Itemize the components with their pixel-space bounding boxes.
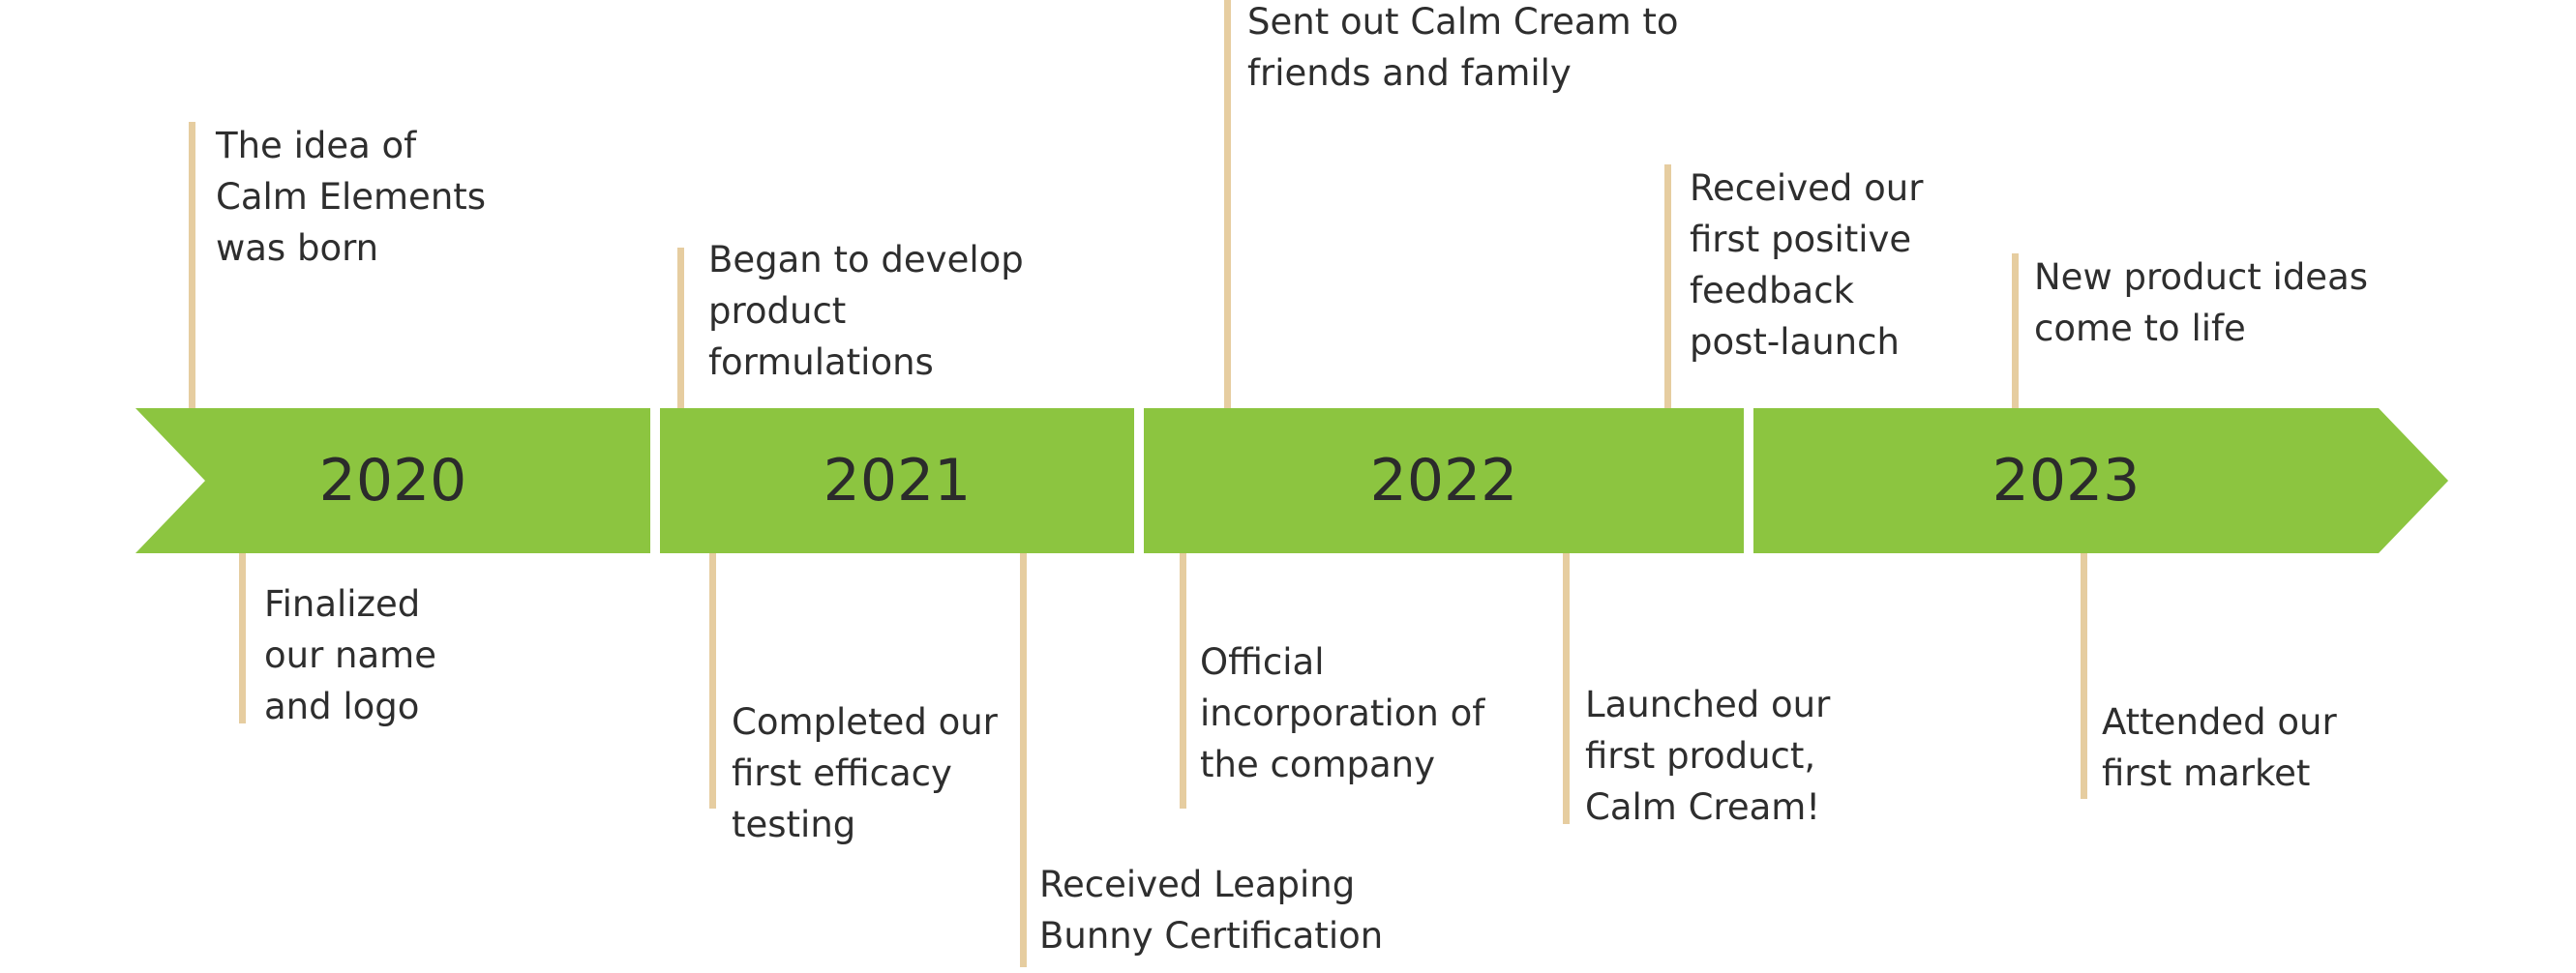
milestone-connector — [1664, 164, 1671, 408]
milestone-text: Attended our first market — [2102, 701, 2337, 794]
milestone-text: Received Leaping Bunny Certification — [1039, 864, 1384, 957]
year-segment-2021: 2021 — [660, 408, 1134, 553]
year-segment-2020: 2020 — [135, 408, 650, 553]
milestone-text: Began to develop product formulations — [708, 239, 1024, 383]
year-label: 2021 — [823, 447, 972, 515]
milestone-text: Launched our first product, Calm Cream! — [1585, 684, 1831, 828]
milestone-text: New product ideas come to life — [2034, 256, 2369, 349]
milestone-connector — [677, 248, 684, 408]
milestone-text: The idea of Calm Elements was born — [216, 125, 487, 269]
milestone-connector — [1224, 0, 1231, 408]
milestone-connector — [709, 553, 716, 809]
milestone-text: Completed our first efficacy testing — [732, 701, 998, 845]
milestone-connector — [189, 122, 195, 408]
milestone-connector — [2012, 253, 2019, 408]
milestone-connector — [239, 553, 246, 723]
milestone-text: Finalized our name and logo — [264, 583, 436, 727]
milestone-text: Sent out Calm Cream to friends and famil… — [1247, 1, 1679, 94]
milestone-connector — [1180, 553, 1186, 809]
milestone-connector — [2081, 553, 2087, 799]
year-segment-2023: 2023 — [1753, 408, 2448, 553]
milestone-connector — [1563, 553, 1570, 824]
year-label: 2020 — [318, 447, 467, 515]
year-segment-2022: 2022 — [1144, 408, 1744, 553]
milestone-connector — [1020, 553, 1027, 967]
year-label: 2022 — [1369, 447, 1518, 515]
milestone-text: Received our first positive feedback pos… — [1690, 167, 1924, 363]
year-label: 2023 — [1992, 447, 2141, 515]
milestone-text: Official incorporation of the company — [1200, 641, 1485, 785]
